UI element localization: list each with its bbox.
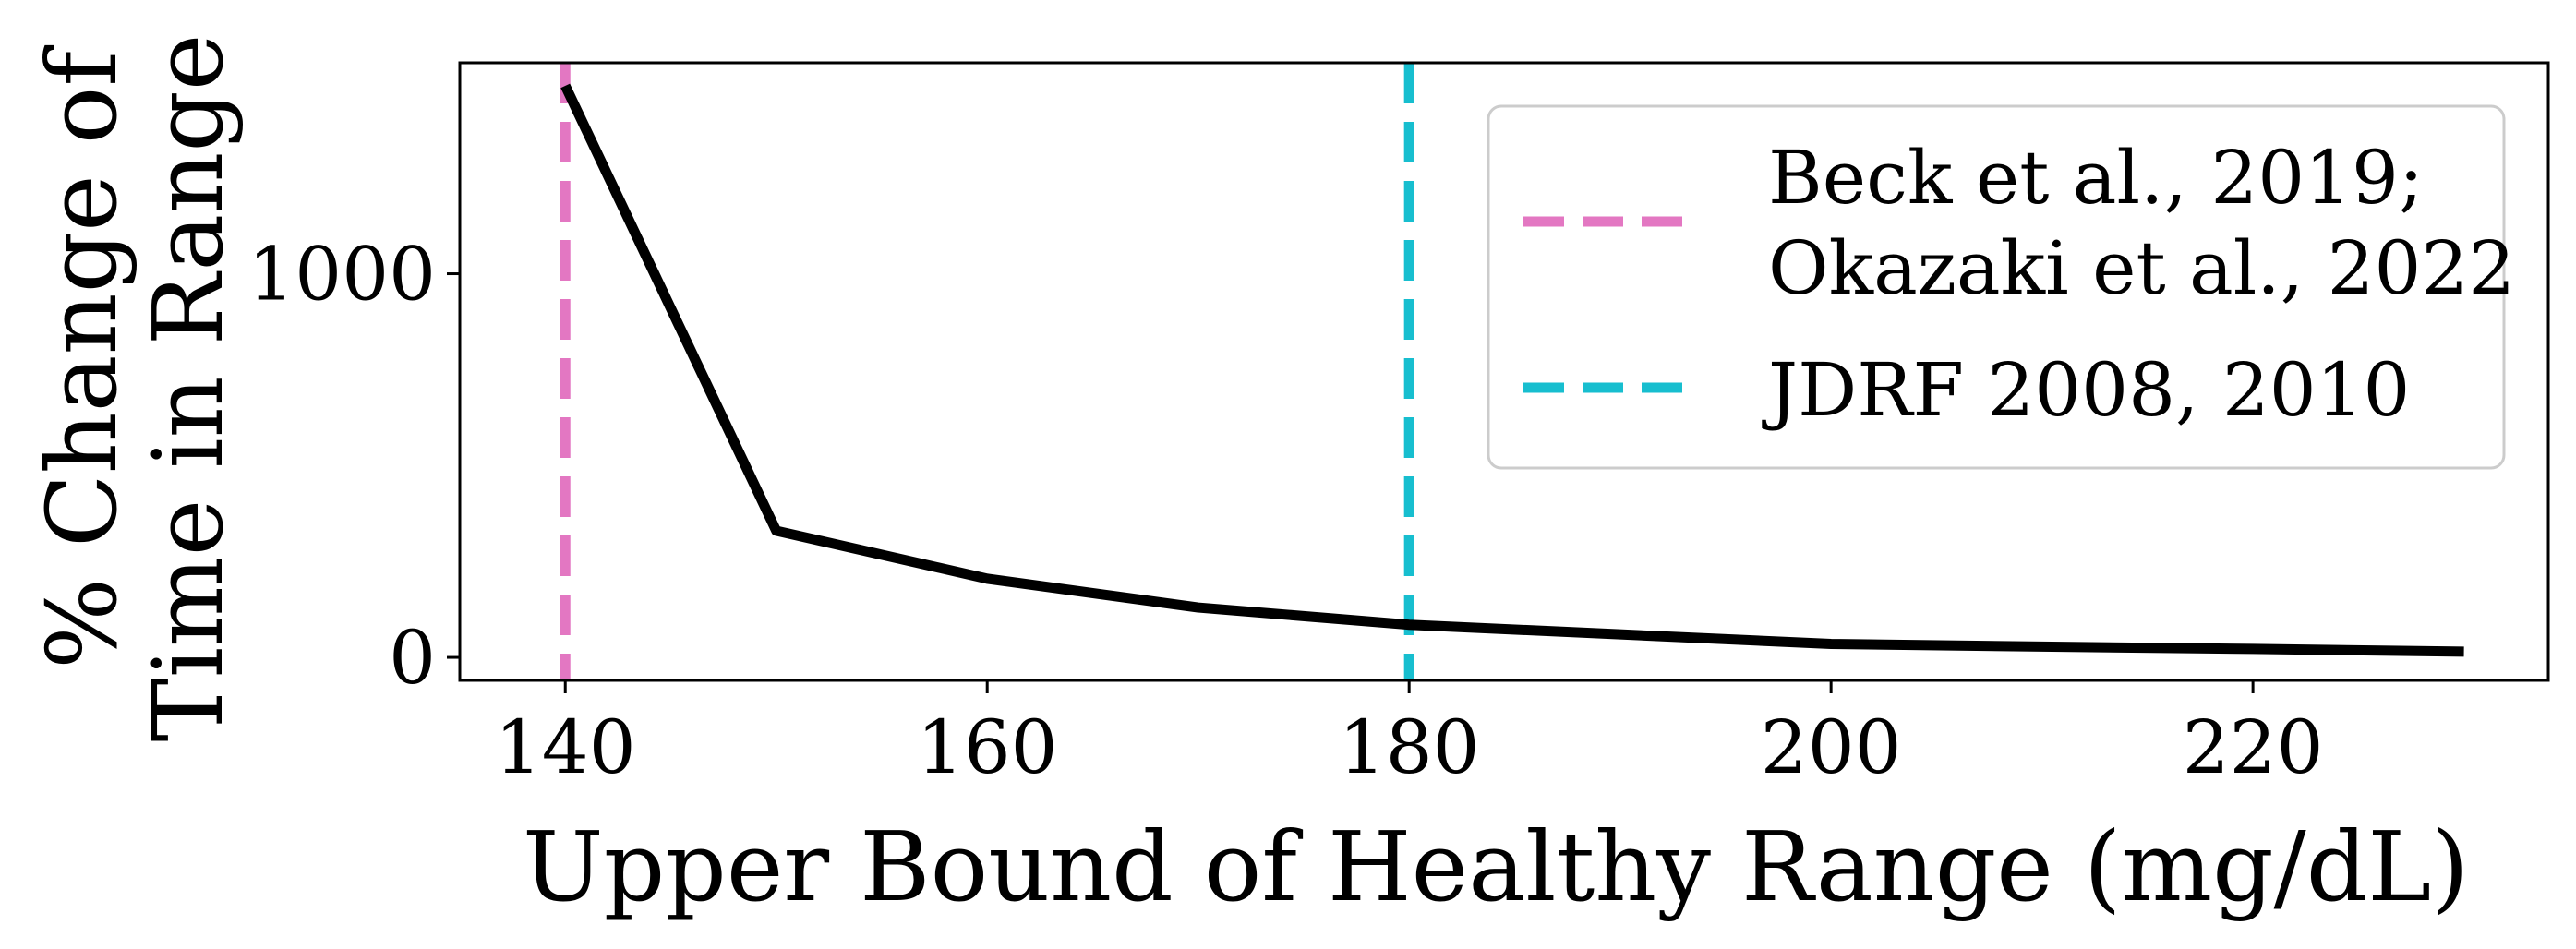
- x-tick-label: 140: [495, 704, 636, 790]
- legend-label-beck-line-1: Beck et al., 2019;: [1768, 135, 2424, 221]
- x-tick-label: 200: [1761, 704, 1902, 790]
- x-tick-label: 160: [917, 704, 1058, 790]
- x-axis-ticks: 140 160 180 200 220: [495, 680, 2324, 790]
- y-tick-label: 1000: [247, 232, 436, 318]
- y-axis-label-line-1: % Change of: [26, 45, 138, 669]
- plot-frame: [458, 61, 2550, 682]
- series-line-0: [560, 83, 2464, 657]
- x-tick-label: 180: [1339, 704, 1480, 790]
- legend-box: [1487, 104, 2506, 470]
- y-axis-label: % Change of Time in Range: [26, 34, 245, 742]
- y-axis-ticks: 0 1000: [247, 232, 460, 701]
- legend-label-beck-line-2: Okazaki et al., 2022: [1768, 225, 2515, 311]
- y-tick-label: 0: [389, 615, 436, 701]
- legend-label-jdrf: JDRF 2008, 2010: [1762, 347, 2410, 433]
- x-axis-label: Upper Bound of Healthy Range (mg/dL): [523, 811, 2469, 923]
- plot-area: [458, 61, 2550, 682]
- y-axis-label-line-2: Time in Range: [132, 34, 245, 742]
- x-tick-label: 220: [2183, 704, 2324, 790]
- legend: Beck et al., 2019; Okazaki et al., 2022 …: [1487, 104, 2515, 470]
